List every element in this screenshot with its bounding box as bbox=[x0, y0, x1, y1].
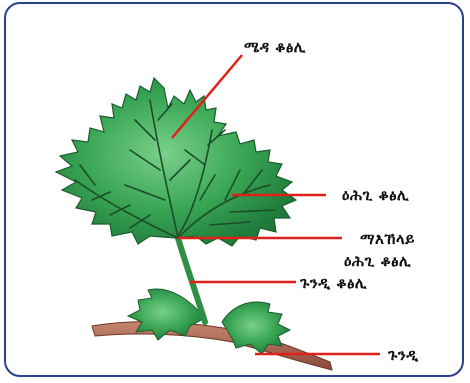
label-stem: ጉንዲ bbox=[388, 346, 419, 364]
label-leaf-blade: ሜዳ ቆፅሊ bbox=[244, 38, 306, 56]
leaf-blade bbox=[56, 78, 296, 246]
label-vein-line2: ዕሕጊ ቆፅሊ bbox=[344, 252, 411, 270]
branch bbox=[92, 322, 332, 370]
label-midrib: ዕሕጊ ቆፅሊ bbox=[342, 186, 409, 204]
label-petiole: ጉንዲ ቆፅሊ bbox=[300, 274, 367, 292]
label-vein-line1: ማእኸላይ bbox=[360, 230, 415, 248]
